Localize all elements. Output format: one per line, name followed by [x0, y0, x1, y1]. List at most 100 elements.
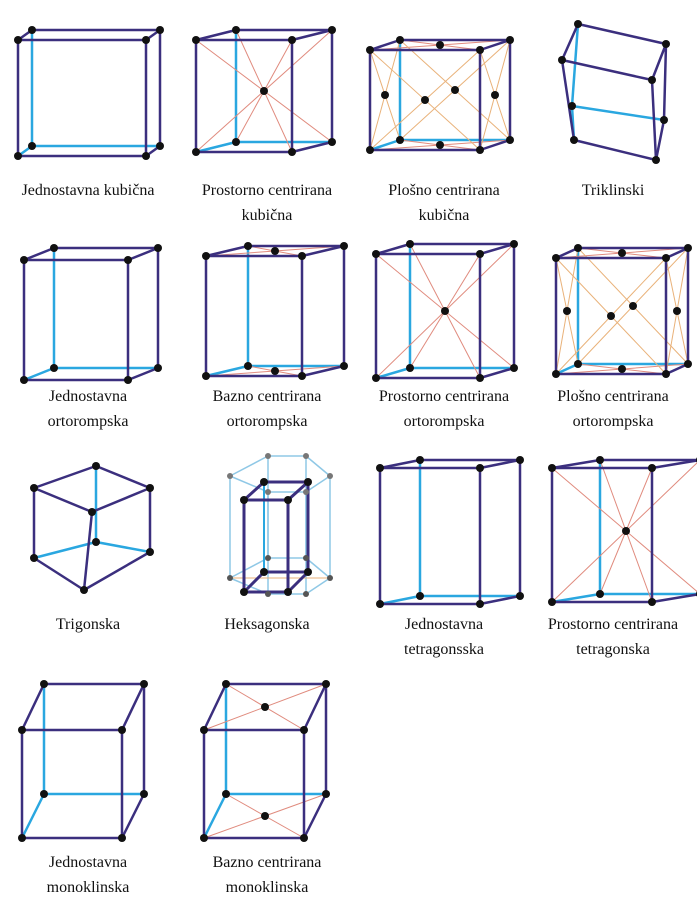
- cell-edge: [576, 22, 668, 46]
- lattice-atom: [662, 40, 670, 48]
- lattice-atom: [684, 360, 692, 368]
- cell-edge: [478, 594, 522, 606]
- lattice-atom: [506, 136, 514, 144]
- lattice-label-line1: Triklinski: [581, 182, 645, 199]
- cell-edge: [650, 42, 668, 82]
- lattice-so: [16, 240, 174, 396]
- lattice-atom: [222, 790, 230, 798]
- lattice-atom: [340, 242, 348, 250]
- lattice-atom: [406, 240, 414, 248]
- lattice-figure: [552, 244, 692, 378]
- cell-edge: [650, 459, 697, 470]
- lattice-bct: [544, 452, 697, 618]
- cell-edge: [300, 244, 346, 258]
- lattice-atom: [288, 36, 296, 44]
- lattice-atom: [154, 244, 162, 252]
- lattice-atom: [662, 370, 670, 378]
- lattice-atom: [192, 148, 200, 156]
- lattice-atom: [510, 364, 518, 372]
- cell-edge: [554, 246, 580, 260]
- lattice-label-line2: ortorompska: [47, 413, 129, 430]
- lattice-atom: [18, 834, 26, 842]
- hex-atom: [303, 453, 309, 459]
- lattice-atom: [662, 254, 670, 262]
- cell-edge: [478, 38, 512, 52]
- lattice-atom: [660, 116, 668, 124]
- lattice-hex: [200, 448, 350, 618]
- hidden-edge: [570, 22, 580, 108]
- cell-edge: [302, 792, 328, 840]
- lattice-atom: [14, 36, 22, 44]
- lattice-label: Triklinski: [528, 178, 697, 203]
- hex-edge: [229, 455, 269, 477]
- lattice-label-line2: monoklinska: [46, 879, 130, 896]
- lattice-atom: [596, 590, 604, 598]
- lattice-atom: [558, 56, 566, 64]
- cell-edge: [572, 138, 658, 162]
- lattice-atom: [124, 376, 132, 384]
- hidden-edge: [570, 104, 666, 122]
- lattice-atom: [40, 790, 48, 798]
- hex-edge: [305, 475, 331, 493]
- lattice-atom: [202, 372, 210, 380]
- lattice-atom: [232, 26, 240, 34]
- lattice-atom: [300, 834, 308, 842]
- hidden-edge: [368, 138, 402, 152]
- lattice-figure: [14, 26, 164, 160]
- lattice-label-line1: Prostorno centrirana: [547, 616, 679, 633]
- face-center-atom: [607, 312, 615, 320]
- lattice-atom: [118, 726, 126, 734]
- lattice-atom: [476, 46, 484, 54]
- lattice-atom: [298, 372, 306, 380]
- lattice-figure: [20, 244, 162, 384]
- face-center-atom: [563, 307, 571, 315]
- lattice-atom: [140, 790, 148, 798]
- cell-edge: [550, 458, 602, 470]
- lattice-atom: [548, 464, 556, 472]
- cell-edge: [478, 366, 516, 380]
- lattice-figure: [18, 680, 148, 842]
- hidden-edge: [194, 140, 238, 154]
- hidden-edge: [20, 792, 46, 840]
- lattice-atom: [240, 588, 248, 596]
- lattice-atom: [244, 242, 252, 250]
- lattice-atom: [222, 680, 230, 688]
- lattice-label-line1: Prostorno centrirana: [378, 388, 510, 405]
- face-center-atom: [436, 41, 444, 49]
- lattice-st: [372, 452, 536, 620]
- face-center-atom: [421, 96, 429, 104]
- lattice-atom: [574, 244, 582, 252]
- cell-edge: [560, 22, 580, 62]
- lattice-atom: [304, 478, 312, 486]
- lattice-atom: [232, 138, 240, 146]
- lattice-atom: [574, 20, 582, 28]
- lattice-figure: [200, 680, 330, 842]
- lattice-atom: [124, 256, 132, 264]
- lattice-atom: [240, 496, 248, 504]
- hex-atom: [327, 473, 333, 479]
- cell-edge: [374, 242, 412, 256]
- cell-edge: [290, 140, 334, 154]
- lattice-atom: [506, 36, 514, 44]
- cell-edge: [120, 792, 146, 840]
- lattice-atom: [568, 102, 576, 110]
- face-center-atom: [673, 307, 681, 315]
- face-center-atom: [451, 86, 459, 94]
- cell-edge: [90, 486, 152, 514]
- lattice-sm: [14, 676, 164, 856]
- lattice-atom: [200, 834, 208, 842]
- lattice-figure: [30, 462, 154, 594]
- cell-edge: [478, 458, 522, 470]
- lattice-atom: [142, 36, 150, 44]
- cell-edge: [368, 38, 402, 52]
- body-center-atom: [441, 307, 449, 315]
- lattice-atom: [30, 484, 38, 492]
- lattice-atom: [416, 592, 424, 600]
- cell-edge: [32, 464, 98, 490]
- lattice-sc: [10, 22, 176, 172]
- cell-edge: [242, 480, 266, 502]
